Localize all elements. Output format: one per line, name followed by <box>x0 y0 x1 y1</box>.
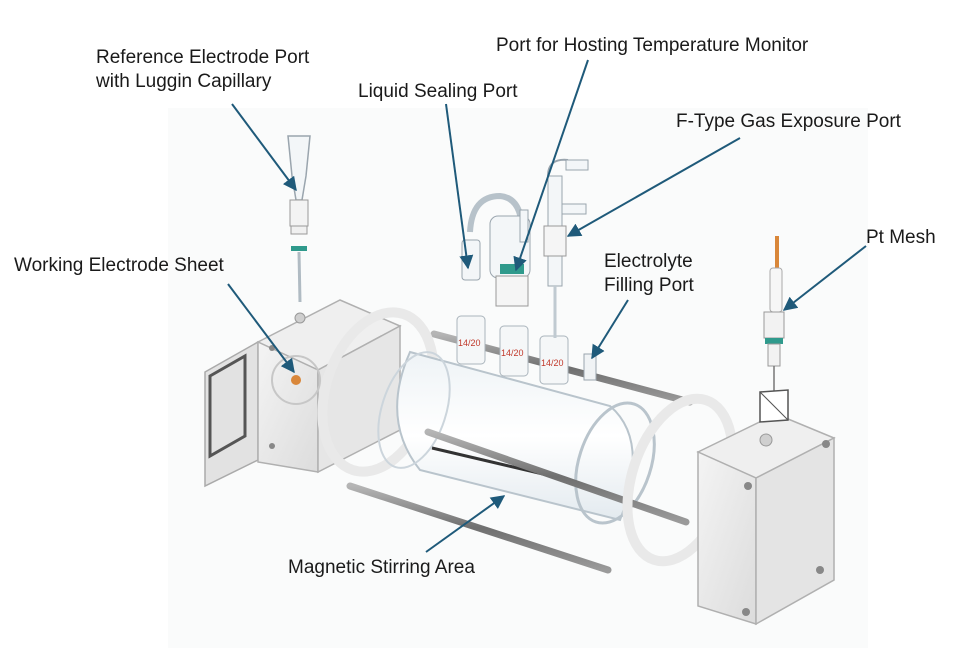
label-stirring-area: Magnetic Stirring Area <box>288 557 475 578</box>
arrow-working-electrode <box>227 283 295 374</box>
tie-rods-front <box>346 428 690 574</box>
arrow-stirring-area <box>425 495 506 553</box>
joint-marking-1: 14/20 <box>458 338 481 348</box>
gas-port-assembly <box>543 158 589 338</box>
label-liquid-sealing-port: Liquid Sealing Port <box>358 81 518 102</box>
label-temperature-port: Port for Hosting Temperature Monitor <box>496 35 809 56</box>
pt-mesh-electrode <box>759 236 789 423</box>
label-working-electrode: Working Electrode Sheet <box>14 255 224 276</box>
arrow-electrolyte-port <box>591 299 629 360</box>
right-ptfe-block <box>696 413 836 626</box>
label-pt-mesh: Pt Mesh <box>866 227 936 248</box>
joint-marking-2: 14/20 <box>501 348 524 358</box>
label-gas-exposure-port: F-Type Gas Exposure Port <box>676 111 901 132</box>
cylinder-necks: 14/20 14/20 14/20 <box>456 315 597 385</box>
leader-arrows <box>227 59 867 553</box>
arrow-gas-port <box>566 137 741 237</box>
label-electrolyte-port-line1: Electrolyte <box>604 251 693 272</box>
arrow-reference-port <box>231 103 297 192</box>
joint-marking-3: 14/20 <box>541 358 564 368</box>
label-electrolyte-port-line2: Filling Port <box>604 275 694 296</box>
arrow-liquid-sealing-port <box>445 103 474 270</box>
label-reference-port: Reference Electrode Port with Luggin Cap… <box>96 46 309 94</box>
arrow-pt-mesh <box>782 245 867 311</box>
label-reference-port-line1: Reference Electrode Port <box>96 47 310 68</box>
label-electrolyte-port: Electrolyte Filling Port <box>604 250 694 298</box>
arrow-temperature-port <box>513 59 589 272</box>
working-electrode-spot <box>291 375 301 385</box>
label-reference-port-line2: with Luggin Capillary <box>96 71 272 92</box>
